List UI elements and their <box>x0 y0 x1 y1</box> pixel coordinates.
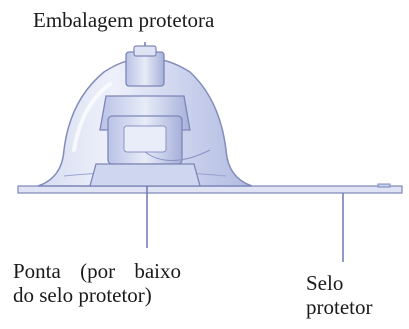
label-protective-packaging: Embalagem protetora <box>33 8 215 32</box>
label-seal-line2: protetor <box>306 295 373 319</box>
needle-hub <box>89 45 211 187</box>
label-tip-line1: Ponta (por baixo <box>13 259 181 283</box>
label-seal-line1: Selo <box>306 271 344 295</box>
label-tip-line2: do selo protetor) <box>13 283 152 307</box>
label-tip: Ponta (por baixo do selo protetor) <box>13 259 181 307</box>
label-protective-seal: Selo protetor <box>306 271 372 319</box>
